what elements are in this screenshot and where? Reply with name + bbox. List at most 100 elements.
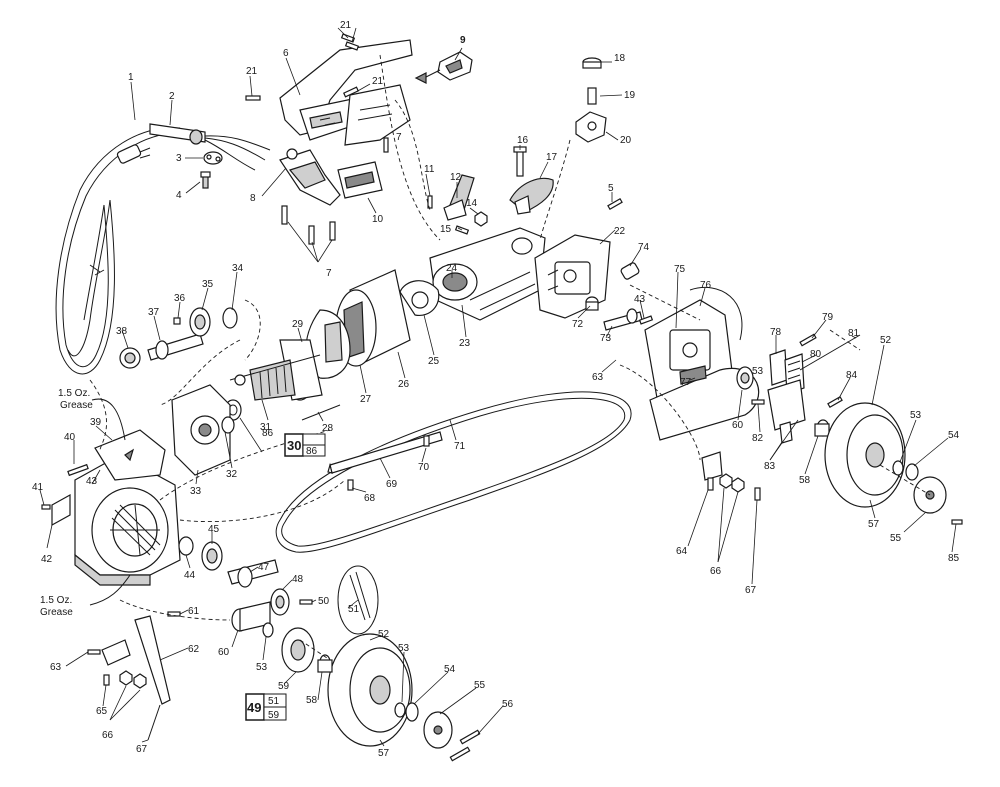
screw-50 — [299, 599, 313, 605]
label-35: 35 — [202, 279, 214, 290]
fan-baffle — [305, 309, 351, 379]
tire-52-left — [327, 633, 413, 747]
label-57-left: 57 — [378, 748, 390, 759]
label-26: 26 — [398, 379, 410, 390]
chain-detail — [337, 565, 379, 635]
label-43-right: 43 — [634, 294, 646, 305]
label-39: 39 — [90, 417, 102, 428]
label-44: 44 — [184, 570, 196, 581]
field-housing — [171, 384, 231, 476]
label-53-right-b: 53 — [910, 410, 922, 421]
pinion-shaft — [147, 333, 204, 361]
label-36: 36 — [174, 293, 186, 304]
label-58-right: 58 — [799, 475, 811, 486]
label-27: 27 — [360, 394, 372, 405]
label-6: 6 — [283, 48, 289, 59]
label-71: 71 — [454, 441, 466, 452]
label-47: 47 — [258, 562, 270, 573]
kit-49: 49 51 59 — [245, 693, 287, 721]
kit-49-sub-59: 59 — [268, 710, 280, 721]
label-64: 64 — [676, 546, 688, 557]
label-3: 3 — [176, 153, 182, 164]
label-84: 84 — [846, 370, 858, 381]
spindle-73 — [603, 308, 643, 331]
bushing-58-right — [814, 419, 830, 437]
bushing-72 — [585, 296, 599, 311]
label-53-left-b: 53 — [256, 662, 268, 673]
guide-bracket-83 — [767, 379, 806, 444]
screw-16 — [513, 146, 527, 177]
part-labels: 1 2 3 4 5 6 7 7 8 9 10 11 12 14 15 16 17… — [32, 20, 960, 759]
sprocket-59 — [281, 627, 315, 673]
trigger — [279, 148, 341, 206]
label-53-right-a: 53 — [752, 366, 764, 377]
label-7-top: 7 — [396, 132, 402, 143]
label-51: 51 — [348, 604, 360, 615]
label-40: 40 — [64, 432, 76, 443]
screw-56 — [449, 729, 481, 762]
screw-68 — [347, 479, 354, 491]
label-61: 61 — [188, 606, 200, 617]
screw-40 — [67, 463, 89, 477]
grease-note-bottom-line1: 1.5 Oz. — [40, 595, 72, 606]
screw-79 — [799, 333, 817, 347]
screw-85 — [951, 519, 963, 525]
label-17: 17 — [546, 152, 558, 163]
nameplate — [51, 493, 71, 527]
bracket-64 — [701, 451, 723, 491]
grease-note-top-line2: Grease — [60, 400, 93, 411]
label-29: 29 — [292, 319, 304, 330]
label-24: 24 — [446, 263, 458, 274]
washer-53-left2 — [394, 702, 406, 718]
screw-63 — [87, 649, 101, 655]
label-42: 42 — [41, 554, 53, 565]
label-5: 5 — [608, 183, 614, 194]
label-79: 79 — [822, 312, 834, 323]
label-4: 4 — [176, 190, 182, 201]
label-18: 18 — [614, 53, 626, 64]
nuts-66 — [119, 670, 147, 689]
label-66-right: 66 — [710, 566, 722, 577]
gear-case — [429, 227, 546, 321]
label-73: 73 — [600, 333, 612, 344]
label-67-right: 67 — [745, 585, 757, 596]
label-21-b: 21 — [246, 66, 258, 77]
frame — [644, 286, 760, 441]
label-22: 22 — [614, 226, 626, 237]
kit-30: 30 86 — [284, 433, 326, 457]
label-1: 1 — [128, 72, 134, 83]
handle-screws-bottom — [281, 137, 389, 245]
assembly-paths — [89, 54, 931, 661]
label-60-right: 60 — [732, 420, 744, 431]
lock-bracket — [575, 111, 607, 143]
label-62: 62 — [188, 644, 200, 655]
washer-54-right — [905, 463, 919, 481]
power-cord — [55, 127, 183, 375]
lever-cover — [509, 177, 554, 215]
label-55-right: 55 — [890, 533, 902, 544]
label-9: 9 — [460, 35, 466, 46]
washer-54-left — [405, 702, 419, 722]
washer-53-left — [262, 622, 274, 638]
label-74: 74 — [638, 242, 650, 253]
leader-lines — [39, 27, 957, 747]
blade-guard — [327, 431, 443, 474]
label-32: 32 — [226, 469, 238, 480]
shaft-47 — [227, 559, 279, 588]
label-33: 33 — [190, 486, 202, 497]
label-12: 12 — [450, 172, 462, 183]
knob — [582, 57, 602, 69]
label-66-left: 66 — [102, 730, 114, 741]
pin — [587, 87, 597, 105]
tire-52-right — [824, 402, 906, 508]
label-54-right: 54 — [948, 430, 960, 441]
label-7-bottom: 7 — [326, 268, 332, 279]
label-52-left: 52 — [378, 629, 390, 640]
label-21-c: 21 — [372, 76, 384, 87]
grease-note-top-line1: 1.5 Oz. — [58, 388, 90, 399]
armature — [229, 339, 323, 401]
label-21-a: 21 — [340, 20, 352, 31]
label-15: 15 — [440, 224, 452, 235]
bushing-58-left — [317, 654, 333, 673]
